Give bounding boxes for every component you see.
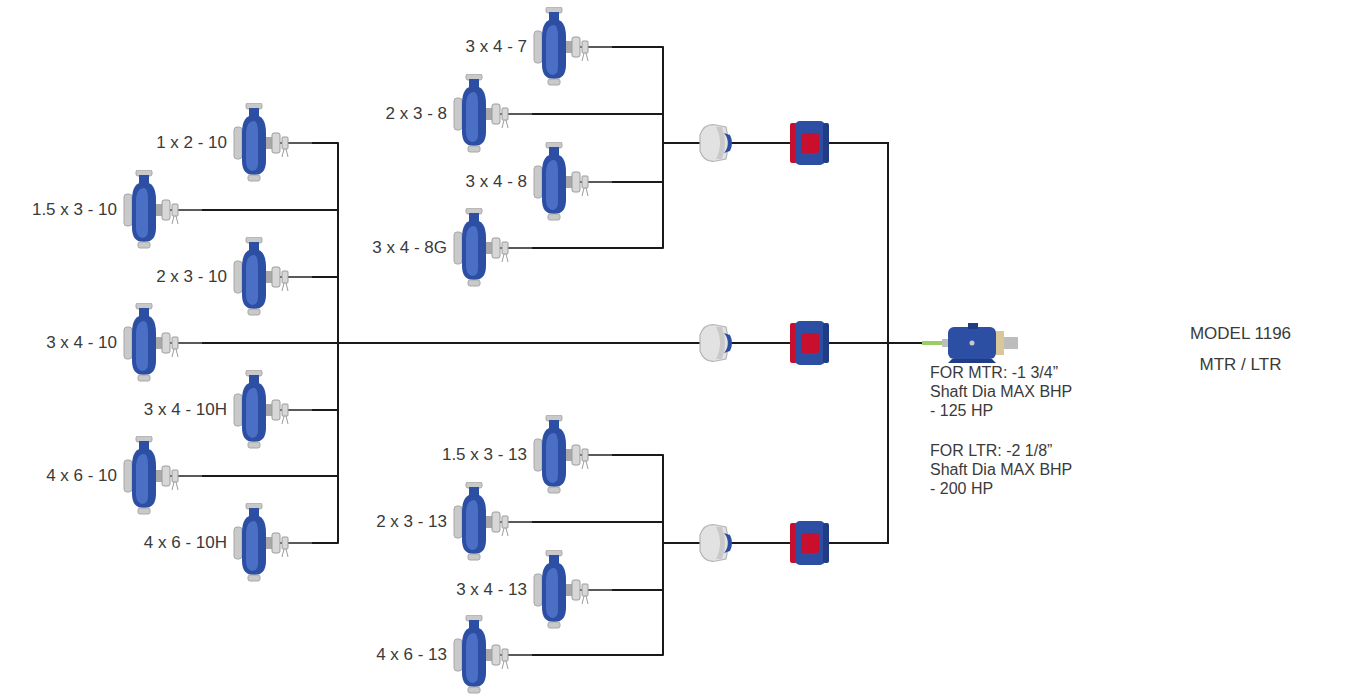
pump-size-label: 4 x 6 - 10H [143, 533, 228, 553]
connector-line [612, 343, 922, 590]
pump-size-label: 3 x 4 - 8 [465, 172, 528, 192]
pump-casing: 1 x 2 - 10 [155, 103, 312, 183]
connector-line [612, 47, 922, 343]
pump-size-label: 2 x 3 - 13 [375, 512, 448, 532]
connector-line [312, 277, 922, 343]
connector-line [532, 343, 922, 655]
pump-casing: 4 x 6 - 13 [375, 615, 532, 695]
pump-symbol [452, 482, 532, 562]
pump-symbol [532, 415, 612, 495]
connector-line [532, 114, 922, 343]
connector-line [312, 343, 922, 410]
pump-symbol [452, 615, 532, 695]
pump-size-label: 3 x 4 - 10 [45, 333, 118, 353]
pump-symbol [532, 550, 612, 630]
connector-line [312, 343, 922, 543]
connector-line [612, 343, 922, 543]
pump-symbol [232, 370, 312, 450]
pump-casing: 1.5 x 3 - 10 [31, 170, 202, 250]
frame-spec: FOR MTR: -1 3/4” Shaft Dia MAX BHP - 125… [930, 363, 1080, 421]
pump-symbol [122, 170, 202, 250]
pump-size-label: 4 x 6 - 13 [375, 645, 448, 665]
connector-line [532, 143, 922, 343]
pump-casing: 2 x 3 - 10 [155, 237, 312, 317]
pump-size-label: 1.5 x 3 - 10 [31, 200, 118, 220]
pump-size-label: 1.5 x 3 - 13 [441, 445, 528, 465]
pump-casing: 3 x 4 - 8G [371, 208, 532, 288]
model-label: MODEL 1196 MTR / LTR [1183, 318, 1298, 381]
pump-size-label: 2 x 3 - 8 [385, 104, 448, 124]
pump-size-label: 3 x 4 - 7 [465, 37, 528, 57]
frame-spec: FOR LTR: -2 1/8” Shaft Dia MAX BHP - 200… [930, 441, 1080, 499]
pump-casing: 4 x 6 - 10H [143, 503, 312, 583]
pump-casing: 3 x 4 - 10 [45, 303, 202, 383]
connector-line [532, 343, 922, 543]
pump-symbol [532, 142, 612, 222]
pump-size-label: 2 x 3 - 10 [155, 267, 228, 287]
pump-size-label: 3 x 4 - 13 [455, 580, 528, 600]
pump-symbol [452, 208, 532, 288]
pump-symbol [532, 7, 612, 87]
pump-symbol [452, 74, 532, 154]
pump-casing: 4 x 6 - 10 [45, 436, 202, 516]
pump-size-label: 3 x 4 - 10H [143, 400, 228, 420]
bearing-frame-symbol [922, 323, 1022, 363]
pump-size-label: 1 x 2 - 10 [155, 133, 228, 153]
pump-casing: 2 x 3 - 13 [375, 482, 532, 562]
pump-symbol [122, 303, 202, 383]
pump-symbol [232, 103, 312, 183]
pump-casing: 2 x 3 - 8 [385, 74, 532, 154]
pump-symbol [232, 503, 312, 583]
pump-symbol [232, 237, 312, 317]
power-end: FOR MTR: -1 3/4” Shaft Dia MAX BHP - 125… [922, 323, 1082, 498]
pump-casing: 3 x 4 - 8 [465, 142, 612, 222]
pump-casing: 3 x 4 - 7 [465, 7, 612, 87]
connector-line [312, 143, 922, 343]
pump-size-label: 4 x 6 - 10 [45, 466, 118, 486]
connector-line [612, 143, 922, 343]
pump-symbol [122, 436, 202, 516]
pump-casing: 3 x 4 - 10H [143, 370, 312, 450]
pump-size-label: 3 x 4 - 8G [371, 238, 448, 258]
